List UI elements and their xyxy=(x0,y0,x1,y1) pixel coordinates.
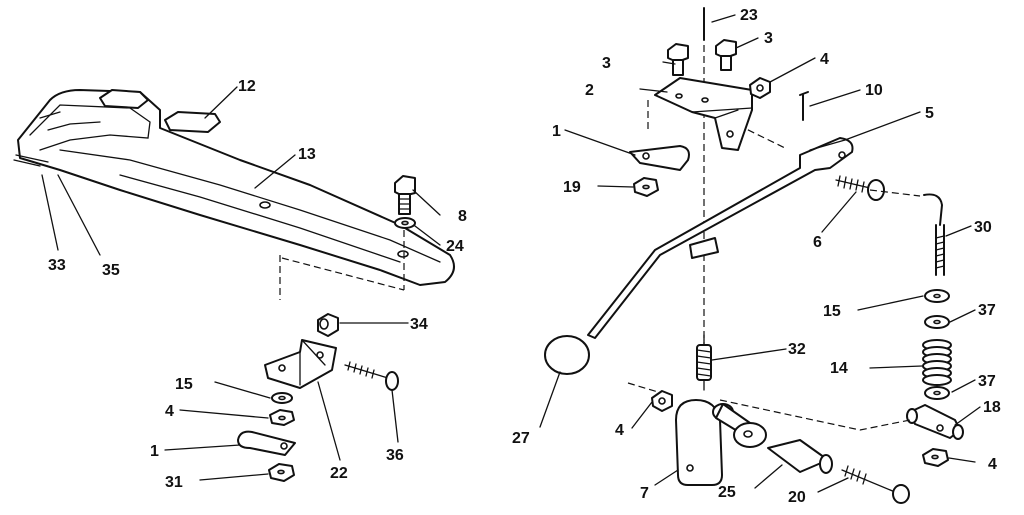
part-20-bolt xyxy=(841,465,910,504)
part-30-hook-bolt xyxy=(869,189,945,276)
part-25-tube xyxy=(767,439,833,474)
label-3-right: 3 xyxy=(764,30,773,47)
label-20: 20 xyxy=(788,489,806,506)
label-13: 13 xyxy=(298,146,316,163)
part-8-bolt xyxy=(394,175,416,215)
part-18-pivot xyxy=(906,404,964,440)
part-14-spring xyxy=(922,339,952,386)
label-8: 8 xyxy=(458,208,467,225)
label-1-right: 1 xyxy=(552,123,561,140)
label-30: 30 xyxy=(974,219,992,236)
label-37-lower: 37 xyxy=(978,373,996,390)
part-4-nut-top xyxy=(749,77,771,99)
label-4-bottom-left: 4 xyxy=(615,422,624,439)
part-4-nut-bottom-left xyxy=(651,390,673,412)
part-6-bolt xyxy=(835,175,885,201)
label-4-top: 4 xyxy=(820,51,829,68)
part-27-knob xyxy=(544,335,590,375)
label-25: 25 xyxy=(718,484,736,501)
label-1-left: 1 xyxy=(150,443,159,460)
label-4-bottom-right: 4 xyxy=(988,456,997,473)
part-4-nut-left xyxy=(269,409,295,426)
label-6: 6 xyxy=(813,234,822,251)
label-15-right: 15 xyxy=(823,303,841,320)
part-5-control-rod xyxy=(587,137,854,339)
label-36: 36 xyxy=(386,447,404,464)
label-22: 22 xyxy=(330,465,348,482)
part-13-lever-bar xyxy=(13,89,455,286)
label-19: 19 xyxy=(563,179,581,196)
label-12: 12 xyxy=(238,78,256,95)
label-34: 34 xyxy=(410,316,428,333)
label-7: 7 xyxy=(640,485,649,502)
part-3-bolt-a xyxy=(667,43,689,76)
label-15-left: 15 xyxy=(175,376,193,393)
label-3-left: 3 xyxy=(602,55,611,72)
label-27: 27 xyxy=(512,430,530,447)
part-1-clip-left xyxy=(237,430,296,456)
label-32: 32 xyxy=(788,341,806,358)
label-23: 23 xyxy=(740,7,758,24)
part-7-bracket xyxy=(675,399,767,486)
label-24: 24 xyxy=(446,238,464,255)
part-34-bushing xyxy=(317,313,339,337)
part-2-bracket xyxy=(654,77,753,151)
part-31-nut xyxy=(268,463,295,482)
part-3-bolt-b xyxy=(715,39,737,71)
label-35: 35 xyxy=(102,262,120,279)
label-31: 31 xyxy=(165,474,183,491)
part-4-nut-bottom-right xyxy=(922,448,949,467)
label-5: 5 xyxy=(925,105,934,122)
label-10: 10 xyxy=(865,82,883,99)
part-1-clip-right xyxy=(629,145,690,171)
label-33: 33 xyxy=(48,257,66,274)
label-18: 18 xyxy=(983,399,1001,416)
label-2: 2 xyxy=(585,82,594,99)
label-37-upper: 37 xyxy=(978,302,996,319)
label-14: 14 xyxy=(830,360,848,377)
part-19-nut xyxy=(633,177,659,197)
label-4-left: 4 xyxy=(165,403,174,420)
part-32-spring xyxy=(696,334,712,391)
part-22-bracket xyxy=(264,339,337,389)
leader-lines xyxy=(41,14,981,493)
part-36-bolt xyxy=(344,361,399,391)
